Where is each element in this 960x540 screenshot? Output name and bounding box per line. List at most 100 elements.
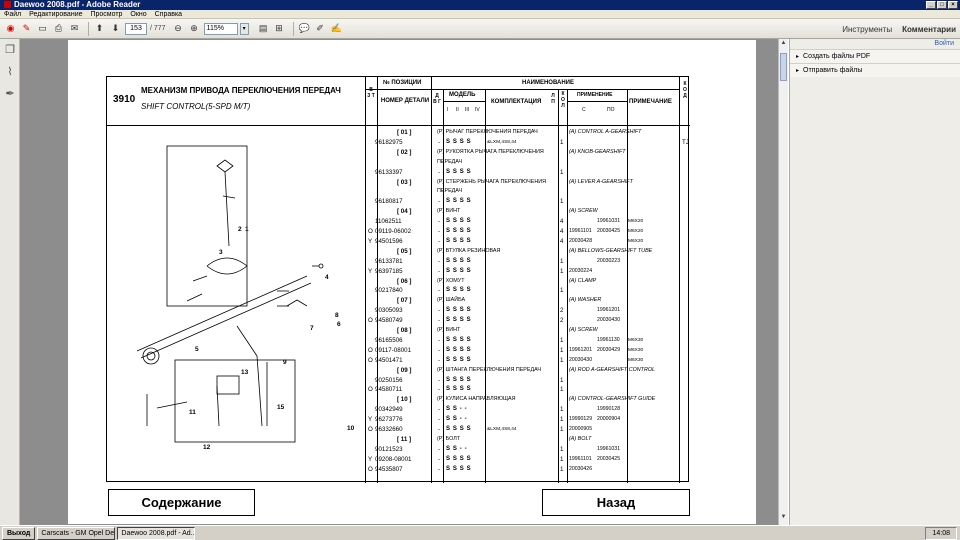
page-total: / 777 xyxy=(150,25,166,32)
cell-d: - xyxy=(438,168,441,176)
menu-window[interactable]: Окно xyxy=(130,11,147,18)
section-title-ru: МЕХАНИЗМ ПРИВОДА ПЕРЕКЛЮЧЕНИЯ ПЕРЕДАЧ xyxy=(141,86,341,95)
tab-comments[interactable]: Комментарии xyxy=(902,24,956,34)
navigation-pane: ❐ ⌇ ✒ xyxy=(0,39,20,525)
vertical-scrollbar[interactable]: ▲▼ xyxy=(778,39,788,525)
hdr-part-no: НОМЕР ДЕТАЛИ xyxy=(380,98,430,104)
menu-file[interactable]: Файл xyxy=(4,11,22,18)
cell-q: 1 xyxy=(560,198,564,206)
cell-s: 20000905 xyxy=(569,426,593,432)
callout-1: 1 xyxy=(245,226,249,233)
cell-v: Y xyxy=(368,267,373,275)
cell-pn: 94501596 xyxy=(375,237,403,245)
task-browser[interactable]: Carscats - GM Opel Dealer xyxy=(37,526,116,540)
cell-m: S S S S xyxy=(446,228,472,234)
fit-page-icon[interactable]: ▤ xyxy=(258,23,268,33)
attachment-icon[interactable]: ⌇ xyxy=(7,66,13,78)
menu-view[interactable]: Просмотр xyxy=(90,11,123,18)
scroll-thumb[interactable] xyxy=(780,53,787,81)
signature-icon[interactable]: ✒ xyxy=(5,88,15,100)
table-row: [ 07 ](P) ШАЙБА(A) WASHER xyxy=(107,296,690,305)
cell-d: - xyxy=(438,307,441,315)
hdr-kompl: КОМПЛЕКТАЦИЯ xyxy=(491,99,542,105)
cell-pn: 96182975 xyxy=(375,138,403,146)
maximize-button[interactable]: □ xyxy=(937,1,947,9)
create-pdf-icon[interactable]: ◉ xyxy=(6,23,15,33)
cell-d: - xyxy=(438,346,441,354)
cell-en: (A) CONTROL-GEARSHIFT GUIDE xyxy=(569,396,656,403)
start-button[interactable]: Выход xyxy=(2,526,36,540)
email-icon[interactable]: ✉ xyxy=(70,23,79,33)
fit-width-icon[interactable]: ⊞ xyxy=(275,23,283,33)
cell-q: 1 xyxy=(560,356,564,364)
cell-v: O xyxy=(368,356,373,364)
cell-m: S S - - xyxy=(446,445,468,452)
send-files-item[interactable]: ▸Отправить файлы xyxy=(790,63,960,77)
task-adobe-reader[interactable]: Daewoo 2008.pdf - Ad... xyxy=(117,526,196,540)
section-title-en: SHIFT CONTROL(5-SPD M/T) xyxy=(141,102,251,111)
cell-po: 20030425 xyxy=(597,455,621,462)
print-icon[interactable]: ⎙ xyxy=(54,23,63,33)
cell-pos: [ 07 ] xyxy=(397,297,412,305)
cell-d: - xyxy=(438,237,441,245)
cell-m: S S - - xyxy=(446,406,468,413)
back-button[interactable]: Назад xyxy=(542,489,690,516)
zoom-out-icon[interactable]: ⊖ xyxy=(174,23,182,33)
menu-edit[interactable]: Редактирование xyxy=(29,11,83,18)
cell-name: (P) СТЕРЖЕНЬ РЫЧАГА ПЕРЕКЛЮЧЕНИЯ xyxy=(437,178,546,185)
callout-12: 12 xyxy=(203,444,211,451)
create-pdf-item[interactable]: ▸Создать файлы PDF xyxy=(790,49,960,63)
table-row: [ 09 ](P) ШТАНГА ПЕРЕКЛЮЧЕНИЯ ПЕРЕДАЧ(A)… xyxy=(107,366,690,375)
highlight-icon[interactable]: ✐ xyxy=(316,23,324,33)
cell-pos: [ 11 ] xyxy=(397,435,412,443)
cell-en: (A) LEVER A-GEARSHIFT xyxy=(569,178,633,185)
tab-tools[interactable]: Инструменты xyxy=(842,24,893,34)
open-icon[interactable]: ▭ xyxy=(38,23,47,33)
prev-page-icon[interactable]: ⬆ xyxy=(95,23,104,33)
scroll-down-icon[interactable]: ▼ xyxy=(780,514,787,520)
cell-po: 20030223 xyxy=(597,257,621,264)
cell-m: S S S S xyxy=(446,336,472,343)
cell-s: 19961201 xyxy=(569,346,593,353)
cell-note: M6X30 xyxy=(628,357,644,363)
signin-link[interactable]: Войти xyxy=(934,40,954,47)
zoom-input[interactable]: 115% xyxy=(203,22,238,35)
cell-en: (A) CLAMP xyxy=(569,277,597,284)
pages-icon[interactable]: ❐ xyxy=(5,44,15,56)
cell-note: M6X30 xyxy=(628,337,644,343)
minimize-button[interactable]: _ xyxy=(926,1,936,9)
cell-name: (P) ВИНТ xyxy=(437,208,461,215)
zoom-in-icon[interactable]: ⊕ xyxy=(190,23,198,33)
sign-icon[interactable]: ✍ xyxy=(330,23,342,33)
zoom-dropdown-icon[interactable]: ▾ xyxy=(239,22,249,35)
cell-name: (P) ШАЙБА xyxy=(437,297,466,304)
close-button[interactable]: × xyxy=(948,1,958,9)
menu-help[interactable]: Справка xyxy=(154,11,183,18)
cell-d: - xyxy=(438,445,441,453)
cell-m: S S S S xyxy=(446,168,472,175)
hdr-m1: I xyxy=(447,107,449,113)
edit-pdf-icon[interactable]: ✎ xyxy=(22,23,31,33)
cell-q: 1 xyxy=(560,465,564,473)
page-number-input[interactable]: 153 xyxy=(125,22,147,35)
cell-pos: [ 10 ] xyxy=(397,396,412,404)
app-icon xyxy=(4,1,11,8)
cell-pn: 96273776 xyxy=(375,416,403,424)
cell-name: (P) ШТАНГА ПЕРЕКЛЮЧЕНИЯ ПЕРЕДАЧ xyxy=(437,366,541,373)
cell-d: - xyxy=(438,138,441,146)
contents-button[interactable]: Содержание xyxy=(108,489,255,516)
scroll-up-icon[interactable]: ▲ xyxy=(780,40,787,46)
cell-en: (A) KNOB-GEARSHIFT xyxy=(569,148,626,155)
cell-q: 1 xyxy=(560,168,564,176)
cell-pn: 96133397 xyxy=(375,168,403,176)
next-page-icon[interactable]: ⬇ xyxy=(111,23,120,33)
cell-d: - xyxy=(438,356,441,364)
comment-icon[interactable]: 💬 xyxy=(298,23,310,33)
